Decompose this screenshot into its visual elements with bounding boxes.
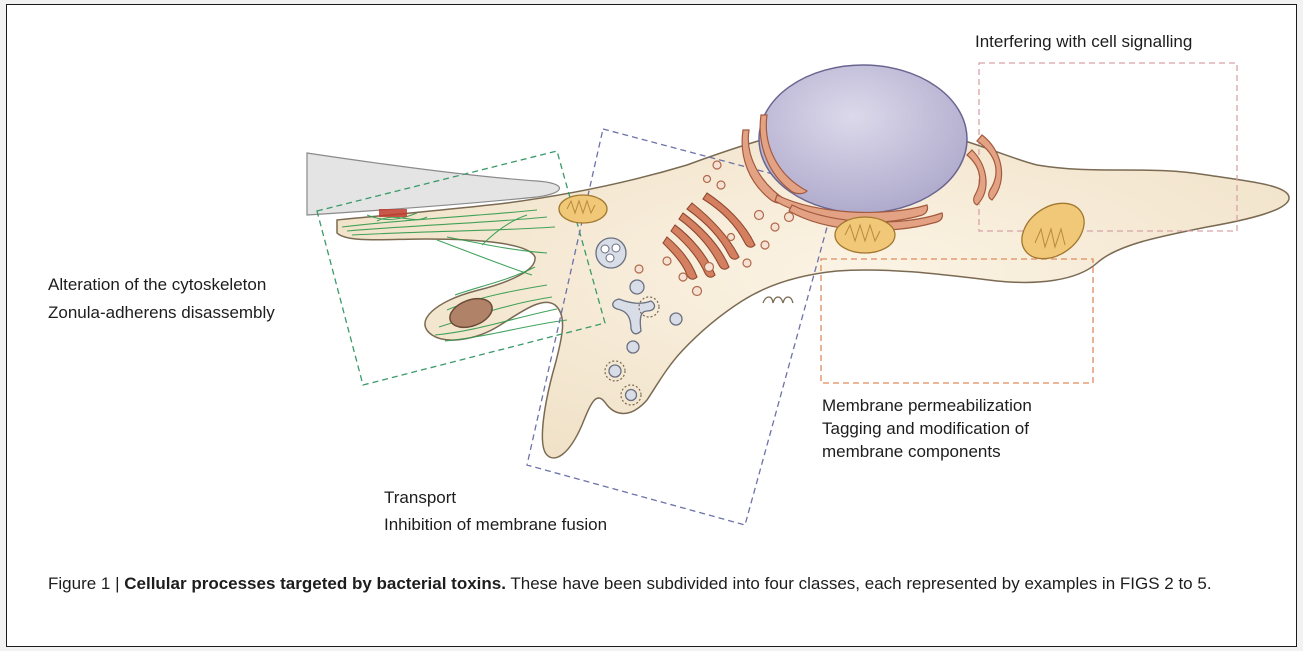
caption-title: Cellular processes targeted by bacterial…	[124, 574, 506, 593]
label-transport-line2: Inhibition of membrane fusion	[384, 514, 607, 536]
figure-caption: Figure 1 | Cellular processes targeted b…	[48, 571, 1288, 597]
caption-text: These have been subdivided into four cla…	[506, 574, 1212, 593]
mitochondrion	[559, 195, 607, 223]
mitochondrion	[835, 217, 895, 253]
label-signalling: Interfering with cell signalling	[975, 31, 1192, 53]
label-cytoskeleton-line1: Alteration of the cytoskeleton	[48, 274, 266, 296]
label-membrane-line3: membrane components	[822, 441, 1001, 463]
caption-prefix: Figure 1 |	[48, 574, 124, 593]
label-membrane-line2: Tagging and modification of	[822, 418, 1029, 440]
label-membrane-line1: Membrane permeabilization	[822, 395, 1032, 417]
cell-diagram	[7, 5, 1297, 647]
label-transport-line1: Transport	[384, 487, 456, 509]
label-cytoskeleton-line2: Zonula-adherens disassembly	[48, 302, 275, 324]
adherens-junction	[379, 209, 407, 217]
membrane-ruffles	[763, 297, 793, 303]
figure-frame: Interfering with cell signalling Alterat…	[6, 4, 1297, 647]
